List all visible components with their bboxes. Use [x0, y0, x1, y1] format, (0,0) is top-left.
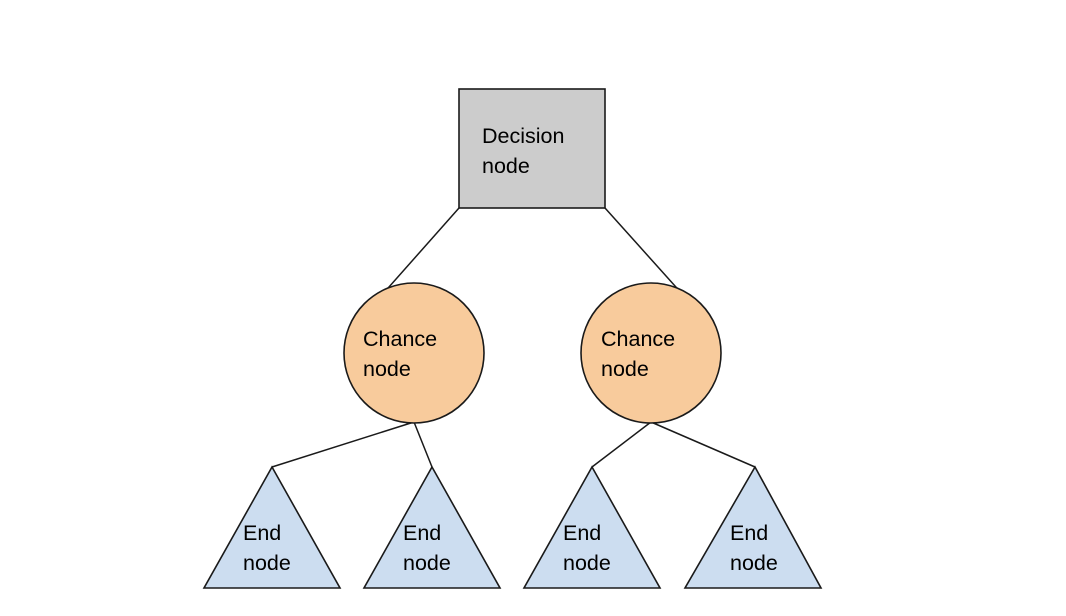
end-node-1-triangle[interactable]: [202, 465, 342, 589]
end-node-1-label-line1: End: [243, 521, 281, 545]
edge-decision-to-chance-left: [380, 207, 460, 297]
end-node-4-triangle[interactable]: [683, 465, 823, 589]
chance-left-label-line1: Chance: [363, 327, 437, 351]
chance-right-label-line2: node: [601, 357, 649, 381]
node-end-2[interactable]: End node: [362, 465, 502, 589]
node-decision[interactable]: Decision node: [458, 88, 606, 209]
edge-chance-right-to-end-4: [650, 421, 756, 468]
edge-chance-left-to-end-1: [271, 421, 415, 468]
chance-right-circle[interactable]: [580, 282, 722, 424]
edge-group: [271, 207, 756, 468]
end-node-4-label-line2: node: [730, 551, 778, 575]
end-node-3-triangle[interactable]: [522, 465, 662, 589]
node-end-1[interactable]: End node: [202, 465, 342, 589]
node-end-4[interactable]: End node: [683, 465, 823, 589]
decision-node-label-line2: node: [482, 154, 530, 178]
chance-right-label-line1: Chance: [601, 327, 675, 351]
decision-node-rect[interactable]: [458, 88, 606, 209]
end-node-1-label-line2: node: [243, 551, 291, 575]
edge-chance-left-to-end-2: [413, 421, 433, 468]
end-node-3-label-line1: End: [563, 521, 601, 545]
end-node-3-label-line2: node: [563, 551, 611, 575]
edge-decision-to-chance-right: [604, 207, 685, 297]
end-node-2-label-line1: End: [403, 521, 441, 545]
end-node-2-triangle[interactable]: [362, 465, 502, 589]
end-node-2-label-line2: node: [403, 551, 451, 575]
node-chance-left[interactable]: Chance node: [343, 282, 485, 424]
node-end-3[interactable]: End node: [522, 465, 662, 589]
chance-left-circle[interactable]: [343, 282, 485, 424]
chance-left-label-line2: node: [363, 357, 411, 381]
end-node-4-label-line1: End: [730, 521, 768, 545]
node-chance-right[interactable]: Chance node: [580, 282, 722, 424]
decision-node-label-line1: Decision: [482, 124, 564, 148]
edge-chance-right-to-end-3: [591, 421, 652, 468]
